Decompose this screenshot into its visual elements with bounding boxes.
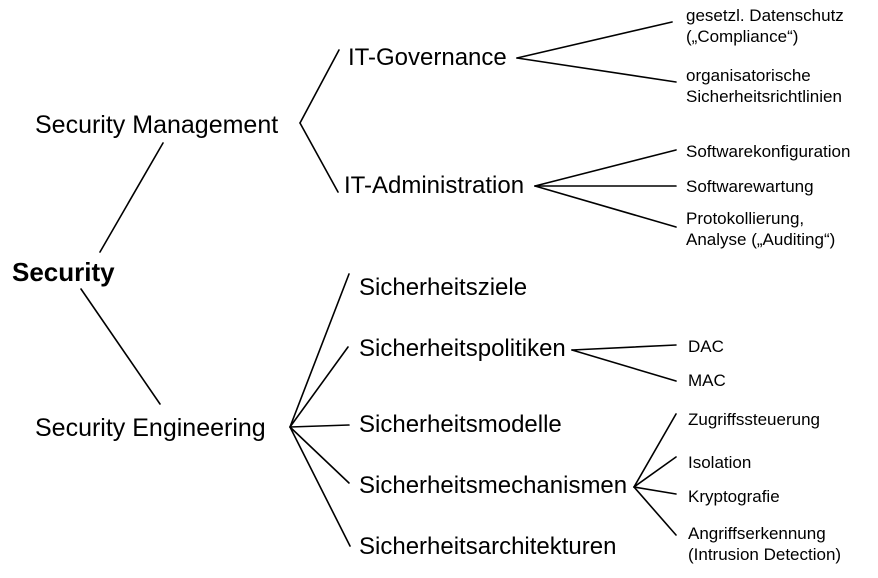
node-protokollierung-analyse: Protokollierung, Analyse („Auditing“) bbox=[686, 209, 836, 249]
node-softwarewartung: Softwarewartung bbox=[686, 177, 814, 196]
node-zugriffssteuerung: Zugriffssteuerung bbox=[688, 410, 820, 429]
node-sicherheitspolitiken: Sicherheitspolitiken bbox=[359, 335, 566, 362]
security-engineering-fan-2 bbox=[289, 346, 349, 428]
node-security-management: Security Management bbox=[35, 111, 279, 139]
root-to-security-engineering bbox=[80, 288, 161, 405]
sicherheitspolitiken-fan-lower bbox=[571, 349, 677, 382]
security-engineering-fan-3 bbox=[289, 424, 350, 428]
node-sicherheitsarchitekturen: Sicherheitsarchitekturen bbox=[359, 533, 617, 560]
node-mac: MAC bbox=[688, 371, 726, 390]
root-to-security-management bbox=[99, 142, 164, 253]
it-governance-fan-upper bbox=[516, 21, 673, 59]
it-administration-fan-lower bbox=[534, 185, 677, 228]
node-security-engineering: Security Engineering bbox=[35, 414, 266, 442]
it-administration-fan-upper bbox=[534, 149, 677, 187]
security-management-fan-lower bbox=[299, 122, 339, 193]
sicherheitsmechanismen-fan-4 bbox=[633, 486, 677, 536]
node-gesetzl-datenschutz: gesetzl. Datenschutz („Compliance“) bbox=[686, 6, 844, 46]
node-sicherheitsmodelle: Sicherheitsmodelle bbox=[359, 411, 562, 438]
sicherheitspolitiken-fan-upper bbox=[571, 344, 677, 351]
security-engineering-fan-4 bbox=[289, 426, 350, 484]
node-sicherheitsziele: Sicherheitsziele bbox=[359, 274, 528, 301]
node-it-administration: IT-Administration bbox=[344, 172, 525, 199]
node-security-root: Security bbox=[12, 257, 115, 287]
security-management-fan-upper bbox=[299, 49, 340, 124]
node-organisatorische-sicherheitsrichtlinien: organisatorische Sicherheitsrichtlinien bbox=[686, 66, 842, 106]
sicherheitsmechanismen-fan-1 bbox=[633, 413, 677, 488]
node-dac: DAC bbox=[688, 337, 724, 356]
security-engineering-fan-1 bbox=[289, 273, 350, 428]
node-isolation: Isolation bbox=[688, 453, 752, 472]
node-sicherheitsmechanismen: Sicherheitsmechanismen bbox=[359, 472, 628, 499]
node-softwarekonfiguration: Softwarekonfiguration bbox=[686, 142, 851, 161]
sicherheitsmechanismen-fan-3 bbox=[633, 486, 677, 495]
it-governance-fan-lower bbox=[516, 57, 677, 83]
node-kryptografie: Kryptografie bbox=[688, 487, 780, 506]
sicherheitsmechanismen-fan-2 bbox=[633, 456, 677, 488]
node-angriffserkennung: Angriffserkennung (Intrusion Detection) bbox=[688, 524, 842, 564]
security-engineering-fan-5 bbox=[289, 426, 351, 547]
node-it-governance: IT-Governance bbox=[348, 44, 507, 71]
